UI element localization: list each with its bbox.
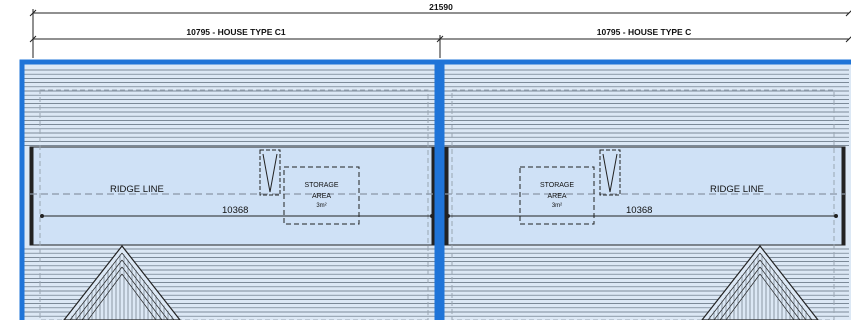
left-gable-hatch <box>87 273 123 320</box>
right-storage-line1: STORAGE <box>540 182 574 189</box>
left-rooflight <box>259 149 281 196</box>
right-gable-hatch <box>759 259 807 320</box>
right-gable-hatch <box>759 273 795 320</box>
left-gable-hatch <box>121 273 157 320</box>
right-plot-boundary <box>439 59 851 320</box>
left-ridge-label: RIDGE LINE <box>110 184 164 195</box>
right-storage-line3: 3m² <box>552 203 562 209</box>
right-rooflight-v <box>602 153 618 193</box>
right-gable-hatch <box>725 273 761 320</box>
unit-dimensions <box>29 35 851 58</box>
left-gable-hatch <box>121 259 169 320</box>
left-ridge-band <box>29 146 436 246</box>
left-storage-line3: 3m² <box>316 203 326 209</box>
overall-dimension <box>29 9 851 58</box>
right-gable-hatch <box>713 259 761 320</box>
gable-features <box>63 245 819 320</box>
unit-dimension-tick-left <box>29 35 37 43</box>
overall-dimension-text: 21590 <box>429 2 453 12</box>
right-storage-line2: AREA <box>547 193 566 200</box>
right-ridge-length-tick-b <box>834 214 838 218</box>
left-eaves-outline <box>39 89 429 320</box>
right-ridge-label: RIDGE LINE <box>710 184 764 195</box>
left-storage-box <box>283 166 360 225</box>
right-rooflight <box>599 149 621 196</box>
right-ridge-length: 10368 <box>626 205 652 216</box>
ridge-labels: RIDGE LINE RIDGE LINE 10368 10368 <box>110 184 764 216</box>
unit-dimension-tick-mid <box>436 35 444 43</box>
plot-boundaries <box>19 59 851 320</box>
right-gable-hatch <box>719 266 761 320</box>
left-gable-outline <box>63 245 181 320</box>
eaves-dashed-outline <box>39 89 835 320</box>
right-storage-box <box>519 166 595 225</box>
left-unit-dimension-text: 10795 - HOUSE TYPE C1 <box>186 27 285 37</box>
left-storage-line2: AREA <box>312 193 331 200</box>
right-rooflight-box <box>599 149 621 196</box>
left-storage-line1: STORAGE <box>304 182 338 189</box>
left-rooflight-v <box>262 153 278 193</box>
right-gable <box>701 245 819 320</box>
storage-areas: STORAGE AREA 3m² STORAGE AREA 3m² <box>283 166 595 225</box>
roof-tile-lines <box>24 69 849 317</box>
left-gable-hatch <box>121 266 163 320</box>
left-gable-hatch <box>75 259 123 320</box>
ridge-bands <box>29 146 846 246</box>
ridge-length-dimension <box>40 214 838 218</box>
left-ridge-length-tick-b <box>430 214 434 218</box>
left-ridge-length: 10368 <box>222 205 248 216</box>
overall-dimension-tick-right <box>845 10 851 17</box>
left-plot-boundary <box>19 59 440 320</box>
right-ridge-band <box>444 146 846 246</box>
unit-dimension-tick-right <box>845 36 851 43</box>
left-gable <box>63 245 181 320</box>
left-ridge-length-tick-a <box>40 214 44 218</box>
left-gable-hatch <box>81 266 123 320</box>
rooflight-symbols <box>259 149 621 196</box>
right-ridge-length-tick-a <box>446 214 450 218</box>
overall-dimension-tick-left <box>29 9 37 17</box>
right-unit-dimension-text: 10795 - HOUSE TYPE C <box>597 27 691 37</box>
left-rooflight-box <box>259 149 281 196</box>
right-gable-hatch <box>759 266 801 320</box>
right-gable-outline <box>701 245 819 320</box>
right-eaves-outline <box>451 89 835 320</box>
